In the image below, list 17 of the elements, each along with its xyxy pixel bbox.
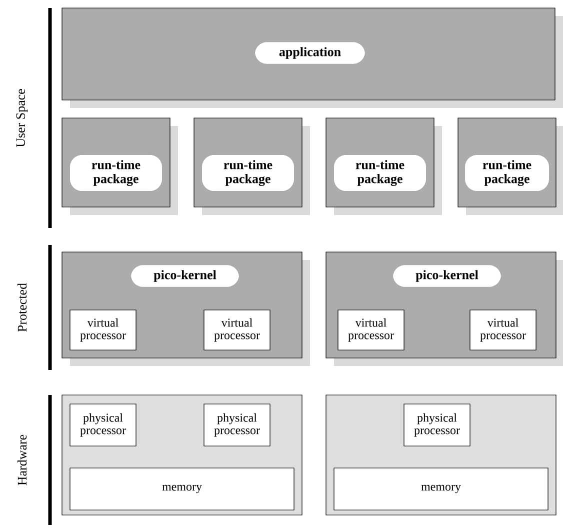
- processor-box: virtual processor: [204, 310, 270, 350]
- layer-box: run-time package: [62, 118, 178, 215]
- layer-box: application: [62, 8, 563, 108]
- layer-label: Protected: [17, 283, 27, 332]
- processor-box: physical processor: [204, 404, 270, 446]
- processor-box: memory: [70, 468, 294, 510]
- processor-box: memory: [334, 468, 548, 510]
- processor-box: virtual processor: [338, 310, 404, 350]
- layer-box: run-time package: [326, 118, 442, 215]
- layer-label: Hardware: [17, 434, 27, 486]
- processor-box: physical processor: [404, 404, 470, 446]
- processor-box: virtual processor: [470, 310, 536, 350]
- layer-label: User Space: [16, 89, 28, 148]
- processor-box: virtual processor: [70, 310, 136, 350]
- processor-box: physical processor: [70, 404, 136, 446]
- layer-box: run-time package: [194, 118, 310, 215]
- layer-box: run-time package: [458, 118, 563, 215]
